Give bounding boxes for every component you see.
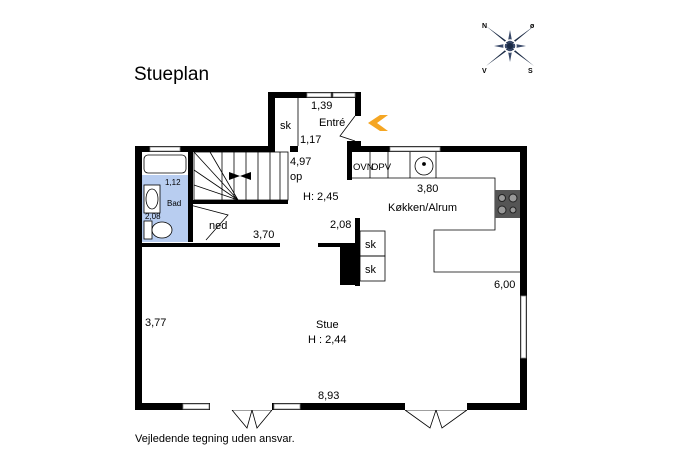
hall-dim2: 2,08 <box>330 219 351 231</box>
entry-label: Entré <box>319 117 345 129</box>
living-label: Stue <box>316 319 339 331</box>
entry-dim1: 1,39 <box>311 100 332 112</box>
stair-arrow-icon <box>229 172 240 180</box>
compass-w: V <box>482 68 487 75</box>
bath-dim2: 2,08 <box>145 212 161 221</box>
living-height: H : 2,44 <box>308 334 347 346</box>
walls <box>135 92 527 410</box>
compass-n: N <box>482 23 487 30</box>
windows <box>149 92 527 410</box>
door-openings <box>210 403 467 410</box>
bathtub <box>143 154 187 174</box>
bath-dim1: 1,12 <box>165 178 181 187</box>
hall-height: H: 2,45 <box>303 191 338 203</box>
disclaimer: Vejledende tegning uden ansvar. <box>135 433 295 445</box>
kitchen-oven: OVN <box>353 162 374 173</box>
toilet <box>143 220 153 240</box>
hall-closet2: sk <box>365 264 377 276</box>
entry-closet: sk <box>280 120 292 132</box>
compass-e: ø <box>530 23 535 30</box>
hall-dim1: 3,70 <box>253 229 274 241</box>
compass-icon: N ø V S <box>482 23 535 75</box>
entry-arrow-icon <box>368 115 388 131</box>
kitchen-dim1: 3,80 <box>417 183 438 195</box>
bath-label: Bad <box>167 199 181 208</box>
living-dim1: 3,77 <box>145 317 166 329</box>
stairs-down: ned <box>209 220 227 232</box>
compass-s: S <box>528 68 533 75</box>
stair-arrow-icon-2 <box>240 172 251 180</box>
plan-title: Stueplan <box>134 64 210 85</box>
living-dim2: 8,93 <box>318 390 339 402</box>
hall-closet1: sk <box>365 239 377 251</box>
kitchen-dishwasher: OPV <box>371 162 392 173</box>
kitchen-dim2: 6,00 <box>494 279 515 291</box>
stairs-dim: 4,97 <box>290 156 311 168</box>
hob-icon <box>495 190 520 218</box>
stairs-up: op <box>290 171 302 183</box>
entry-dim2: 1,17 <box>300 134 321 146</box>
kitchen-label: Køkken/Alrum <box>388 202 457 214</box>
fixtures <box>143 98 520 429</box>
